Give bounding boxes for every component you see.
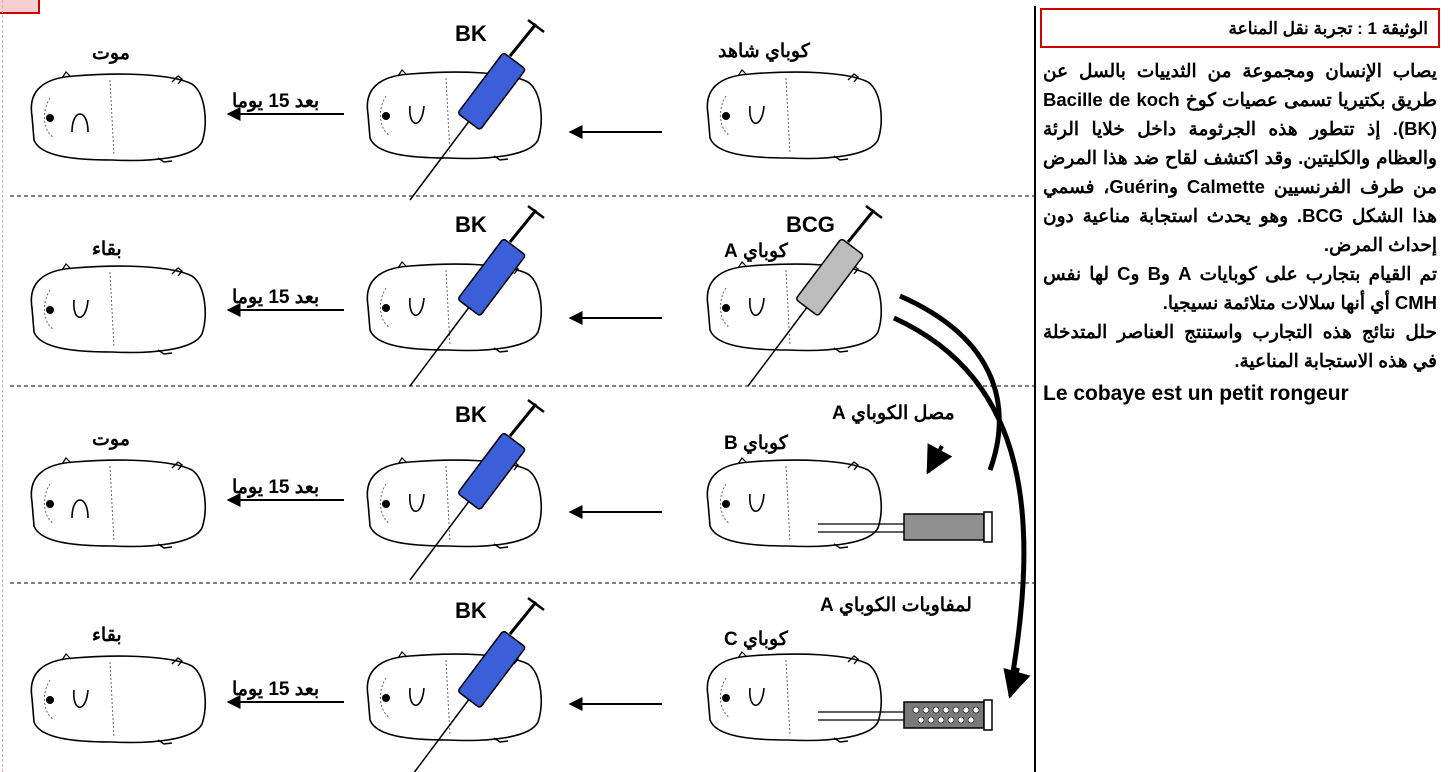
- document-body: يصاب الإنسان ومجموعة من الثدييات بالسل ع…: [1043, 56, 1437, 410]
- bk-label: BK: [455, 402, 487, 427]
- serum-transfer-arrow: [926, 443, 953, 475]
- experiment-diagram: [10, 18, 1034, 772]
- bk-label: BK: [455, 212, 487, 237]
- guinea-pig-a: [707, 262, 881, 352]
- setup-paragraph: تم القيام بتجارب على كوبايات A وB وC لها…: [1043, 263, 1437, 313]
- guinea-pig-injected: [367, 458, 541, 548]
- guinea-pig-alive: [31, 264, 205, 354]
- outcome-label: موت: [92, 429, 130, 450]
- document-title: الوثيقة 1 : تجربة نقل المناعة: [1228, 19, 1428, 38]
- lymphocyte-transfer-arrow: [1003, 667, 1031, 699]
- lymphocytes-label: لمفاويات الكوباي A: [820, 595, 972, 616]
- guinea-pig-a-label: كوباي A: [724, 241, 788, 262]
- control-guinea-pig-label: كوباي شاهد: [718, 41, 810, 62]
- outcome-label: موت: [92, 43, 130, 64]
- lymphocyte-syringe-icon: [818, 699, 993, 731]
- outcome-label: بقاء: [92, 239, 122, 260]
- bk-label: BK: [455, 598, 487, 623]
- question-paragraph: حلل نتائج هذه التجارب واستنتج العناصر ال…: [1043, 321, 1437, 371]
- bk-label: BK: [455, 21, 487, 46]
- bcg-label: BCG: [786, 212, 835, 237]
- document-title-box: الوثيقة 1 : تجربة نقل المناعة: [1040, 8, 1440, 48]
- guinea-pig-injected: [367, 262, 541, 352]
- page-edge: [2, 0, 3, 772]
- lymphocyte-transfer-curve: [892, 315, 1027, 691]
- time-label: بعد 15 يوما: [232, 91, 320, 112]
- outcome-label: بقاء: [92, 625, 122, 646]
- guinea-pig-dead: [31, 72, 205, 162]
- guinea-pig-injected: [367, 652, 541, 742]
- guinea-pig-dead: [31, 458, 205, 548]
- note-paragraph: Le cobaye est un petit rongeur: [1043, 382, 1349, 405]
- time-label: بعد 15 يوما: [232, 287, 320, 308]
- guinea-pig-c: [707, 652, 881, 742]
- corner-decoration: [0, 0, 40, 14]
- guinea-pig-b-label: كوباي B: [724, 433, 788, 454]
- guinea-pig-control: [707, 70, 881, 160]
- row-separators: [10, 195, 1034, 584]
- time-label: بعد 15 يوما: [232, 477, 320, 498]
- intro-paragraph: يصاب الإنسان ومجموعة من الثدييات بالسل ع…: [1043, 60, 1438, 255]
- serum-syringe-icon: [818, 511, 993, 543]
- guinea-pig-alive: [31, 654, 205, 744]
- guinea-pig-c-label: كوباي C: [724, 629, 788, 650]
- serum-transfer-curve: [898, 293, 1002, 471]
- document-panel: [1034, 6, 1445, 772]
- guinea-pig-b: [707, 458, 881, 548]
- time-label: بعد 15 يوما: [232, 679, 320, 700]
- serum-label: مصل الكوباي A: [832, 403, 955, 424]
